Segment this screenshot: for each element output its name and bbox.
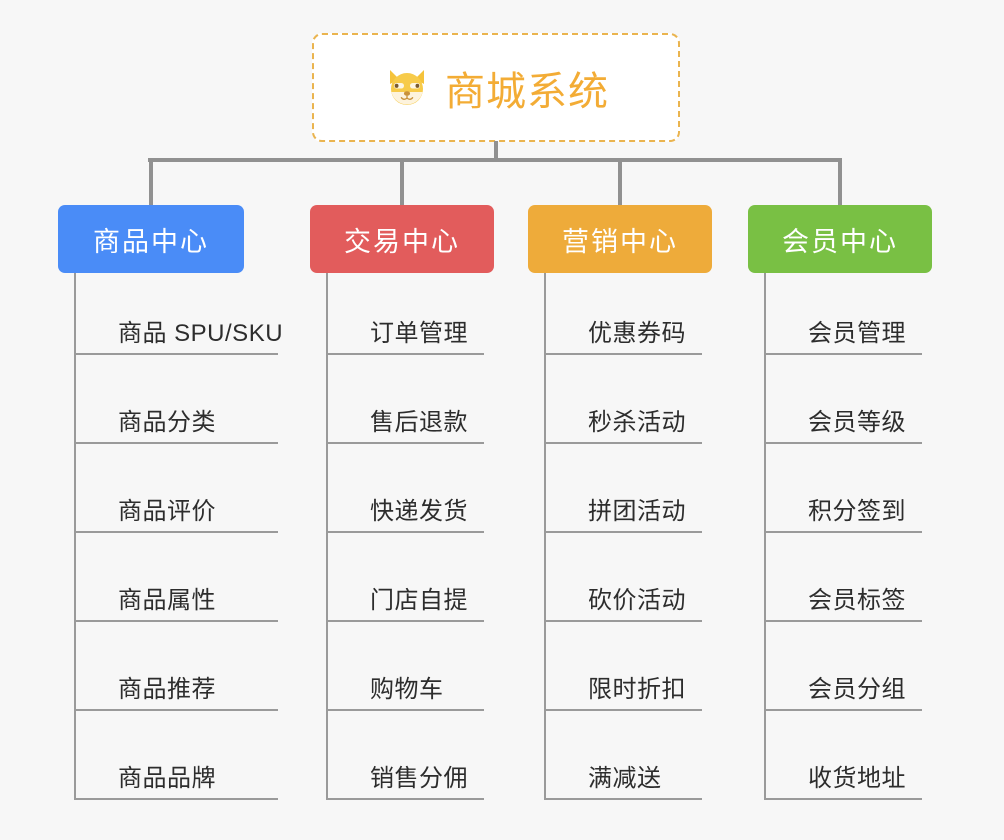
list-item[interactable]: 会员等级	[764, 355, 922, 444]
list-item-label: 会员等级	[808, 408, 906, 436]
connector-drop-marketing-center	[618, 158, 622, 207]
connector-stem	[494, 141, 498, 162]
list-item-label: 销售分佣	[370, 764, 468, 792]
column-spine	[544, 273, 546, 800]
list-item-label: 快递发货	[370, 497, 468, 525]
category-header-trade-center[interactable]: 交易中心	[310, 205, 494, 273]
root-title: 商城系统	[445, 69, 609, 114]
list-item[interactable]: 砍价活动	[544, 533, 702, 622]
category-header-product-center[interactable]: 商品中心	[58, 205, 244, 273]
list-item[interactable]: 会员标签	[764, 533, 922, 622]
category-header-label: 交易中心	[344, 226, 460, 257]
list-item-label: 会员标签	[808, 586, 906, 614]
list-item-label: 满减送	[588, 764, 662, 792]
list-item-label: 优惠券码	[588, 319, 686, 347]
list-item-label: 砍价活动	[588, 586, 686, 614]
list-item[interactable]: 会员管理	[764, 266, 922, 355]
list-item[interactable]: 拼团活动	[544, 444, 702, 533]
list-item[interactable]: 商品 SPU/SKU	[74, 266, 283, 355]
list-item[interactable]: 商品评价	[74, 444, 278, 533]
category-header-member-center[interactable]: 会员中心	[748, 205, 932, 273]
connector-bus	[148, 158, 840, 162]
list-item-label: 限时折扣	[588, 675, 686, 703]
list-item[interactable]: 购物车	[326, 622, 484, 711]
list-item[interactable]: 快递发货	[326, 444, 484, 533]
category-header-label: 营销中心	[562, 226, 678, 257]
list-item[interactable]: 销售分佣	[326, 711, 484, 800]
list-item-label: 商品属性	[118, 586, 216, 614]
column-spine	[326, 273, 328, 800]
list-item-label: 收货地址	[808, 764, 906, 792]
connector-drop-product-center	[149, 158, 153, 207]
dog-face-icon	[383, 64, 431, 112]
list-item-label: 商品推荐	[118, 675, 216, 703]
list-item[interactable]: 订单管理	[326, 266, 484, 355]
list-item[interactable]: 商品品牌	[74, 711, 278, 800]
list-item-label: 会员分组	[808, 675, 906, 703]
list-item[interactable]: 商品分类	[74, 355, 278, 444]
list-item[interactable]: 商品属性	[74, 533, 278, 622]
list-item[interactable]: 限时折扣	[544, 622, 702, 711]
list-item-label: 售后退款	[370, 408, 468, 436]
list-item[interactable]: 满减送	[544, 711, 702, 800]
list-item-label: 商品分类	[118, 408, 216, 436]
list-item-label: 门店自提	[370, 586, 468, 614]
list-item[interactable]: 积分签到	[764, 444, 922, 533]
list-item[interactable]: 门店自提	[326, 533, 484, 622]
list-item[interactable]: 会员分组	[764, 622, 922, 711]
list-item-label: 订单管理	[370, 319, 468, 347]
list-item[interactable]: 收货地址	[764, 711, 922, 800]
list-item-label: 会员管理	[808, 319, 906, 347]
list-item-label: 购物车	[370, 675, 444, 703]
column-spine	[74, 273, 76, 800]
list-item-label: 商品评价	[118, 497, 216, 525]
list-item[interactable]: 秒杀活动	[544, 355, 702, 444]
category-header-label: 会员中心	[782, 226, 898, 257]
category-header-marketing-center[interactable]: 营销中心	[528, 205, 712, 273]
list-item[interactable]: 商品推荐	[74, 622, 278, 711]
connector-drop-member-center	[838, 158, 842, 207]
column-spine	[764, 273, 766, 800]
list-item-label: 商品 SPU/SKU	[118, 319, 284, 347]
list-item-label: 秒杀活动	[588, 408, 686, 436]
connector-drop-trade-center	[400, 158, 404, 207]
root-node[interactable]: 商城系统	[312, 33, 680, 142]
list-item-label: 商品品牌	[118, 764, 216, 792]
list-item[interactable]: 售后退款	[326, 355, 484, 444]
list-item-label: 积分签到	[808, 497, 906, 525]
list-item-label: 拼团活动	[588, 497, 686, 525]
list-item[interactable]: 优惠券码	[544, 266, 702, 355]
category-header-label: 商品中心	[93, 226, 209, 257]
